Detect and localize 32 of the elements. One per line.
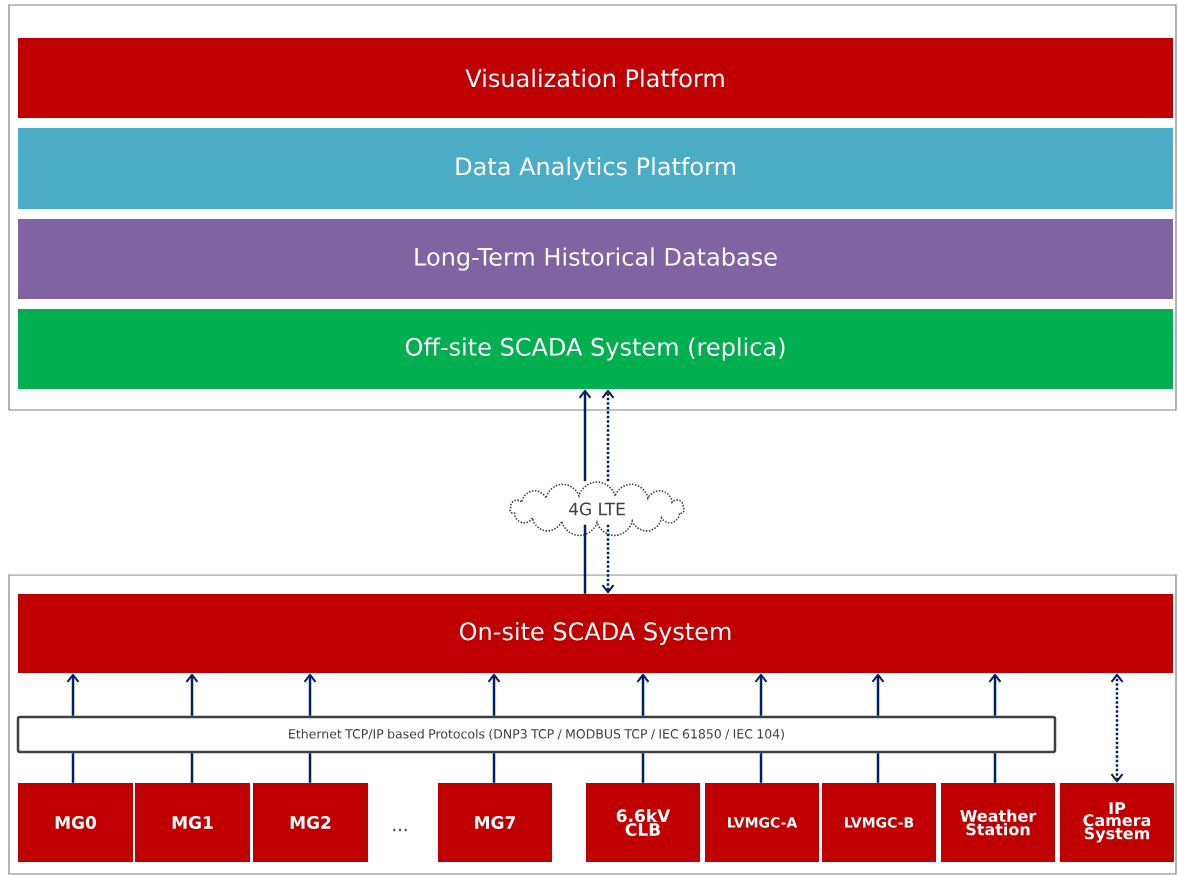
arrow bbox=[871, 673, 885, 716]
device-box: Weather Station bbox=[941, 783, 1055, 862]
arrow bbox=[578, 389, 592, 482]
device-box: IP Camera System bbox=[1060, 783, 1174, 862]
device-box: LVMGC-A bbox=[705, 783, 819, 862]
device-box: LVMGC-B bbox=[822, 783, 936, 862]
node-label: MG0 bbox=[55, 816, 97, 829]
layer-band: Off-site SCADA System (replica) bbox=[18, 309, 1173, 389]
layer-band: Visualization Platform bbox=[18, 38, 1173, 118]
system-band: On-site SCADA System bbox=[18, 594, 1173, 673]
layer-band: Data Analytics Platform bbox=[18, 128, 1173, 209]
arrow bbox=[988, 673, 1002, 716]
arrow bbox=[1110, 673, 1124, 783]
device-box: 6.6kV CLB bbox=[586, 783, 700, 862]
arrow bbox=[601, 389, 615, 482]
frame-box bbox=[8, 574, 1177, 875]
arrow bbox=[636, 673, 650, 716]
arrow bbox=[66, 673, 80, 716]
arrow bbox=[487, 673, 501, 716]
arrow bbox=[303, 673, 317, 716]
node-label: MG1 bbox=[172, 816, 213, 829]
device-box: MG2 bbox=[253, 783, 368, 862]
device-box: MG7 bbox=[438, 783, 552, 862]
arrow bbox=[754, 673, 768, 716]
protocol-bus-bar: Ethernet TCP/IP based Protocols (DNP3 TCP / MODBUS TCP / IEC 61850 / IEC 104) bbox=[16, 715, 1057, 754]
frame-box bbox=[8, 4, 1177, 411]
arrow bbox=[601, 524, 615, 594]
ellipsis-text: ... bbox=[393, 828, 407, 832]
layer-band: Long-Term Historical Database bbox=[18, 219, 1173, 299]
arrow bbox=[185, 673, 199, 716]
device-box: MG0 bbox=[18, 783, 133, 862]
device-box: MG1 bbox=[135, 783, 250, 862]
